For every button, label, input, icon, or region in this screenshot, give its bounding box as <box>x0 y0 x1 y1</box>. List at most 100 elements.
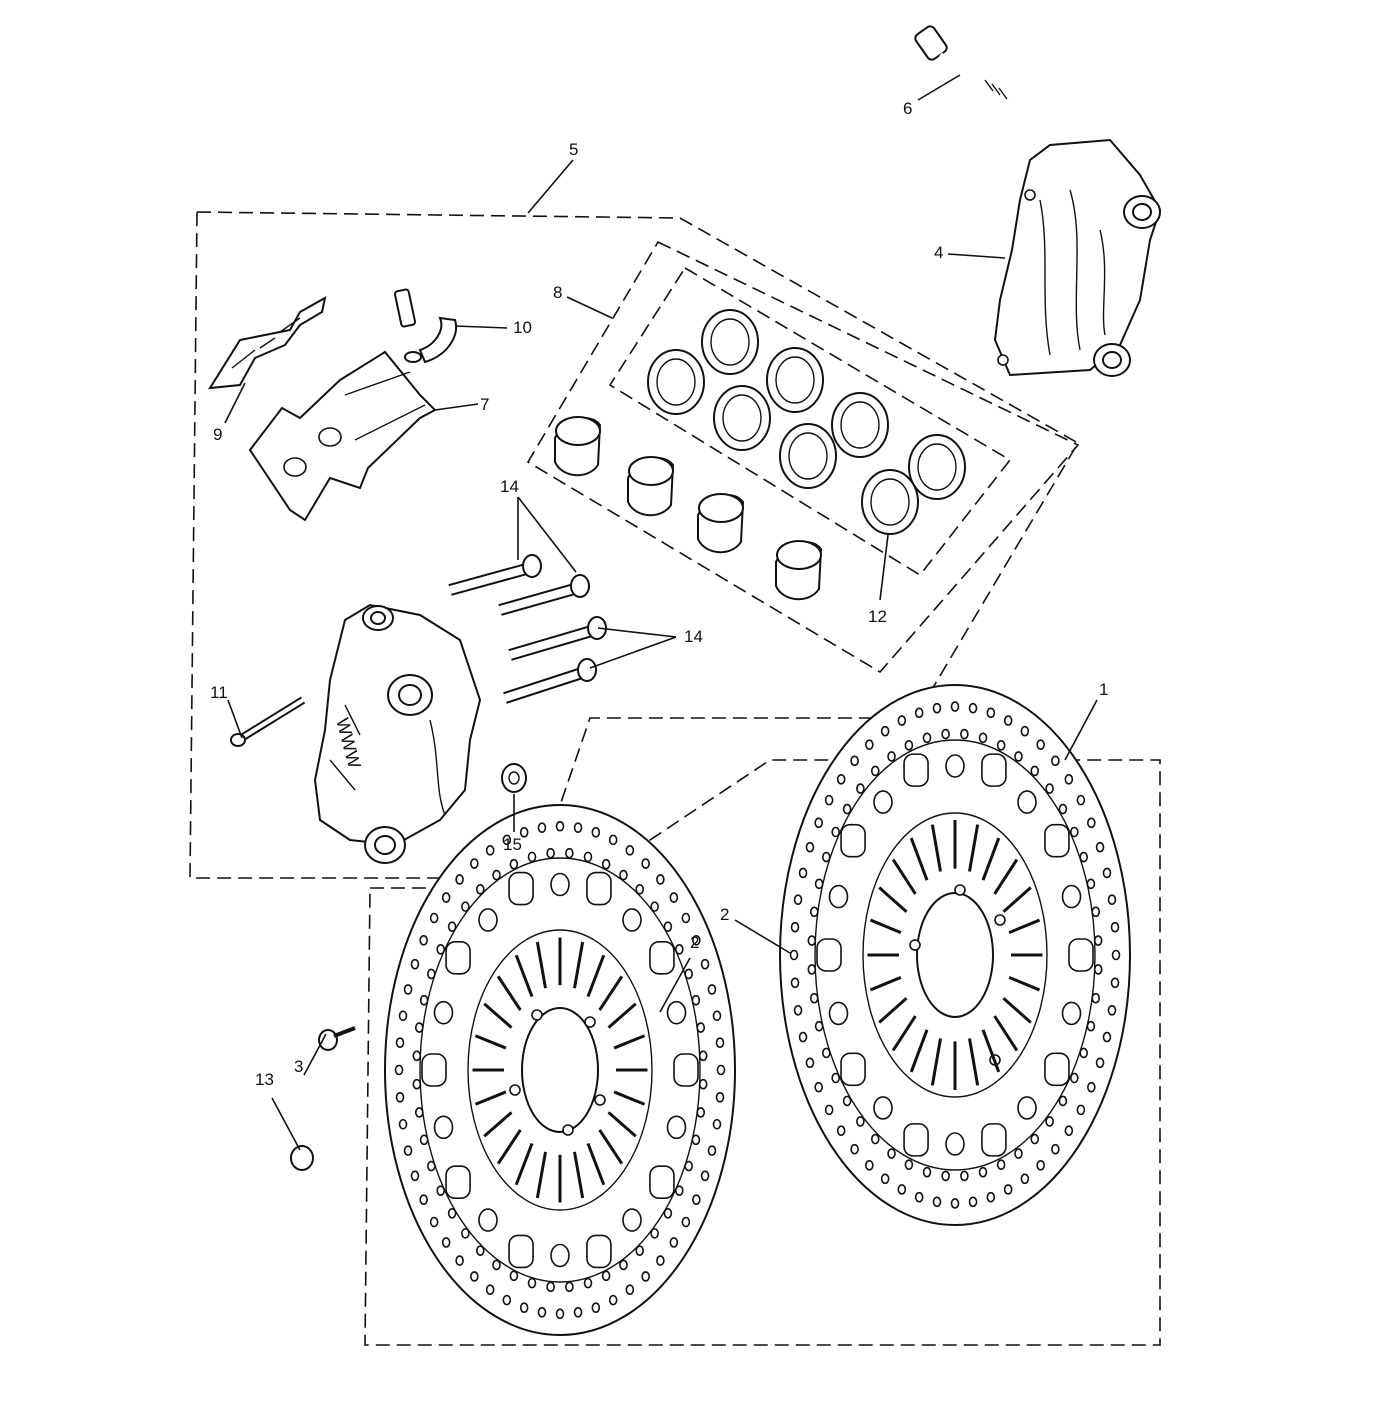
disc-perforation-hole <box>986 707 996 719</box>
disc-float-button <box>828 884 849 909</box>
disc-perforation-hole <box>519 827 529 838</box>
disc-perforation-hole <box>1086 878 1096 890</box>
disc-perforation-hole <box>546 1281 555 1293</box>
disc-perforation-hole <box>583 1277 593 1289</box>
disc-perforation-hole <box>455 874 464 885</box>
disc-perforation-hole <box>429 912 439 924</box>
disc-spoke <box>483 1111 513 1138</box>
disc-perforation-hole <box>555 1308 565 1320</box>
disc-perforation-hole <box>436 1185 445 1197</box>
disc-perforation-hole <box>842 1095 852 1107</box>
disc-perforation-hole <box>1107 894 1117 906</box>
disc-perforation-hole <box>856 783 865 794</box>
disc-spoke <box>535 941 547 989</box>
disc-spoke <box>891 858 917 895</box>
disc-perforation-hole <box>1102 867 1112 879</box>
disc-perforation-hole <box>821 1047 831 1059</box>
disc-perforation-hole <box>793 894 803 906</box>
disc-perforation-hole <box>410 958 420 970</box>
disc-perforation-hole <box>798 1031 808 1043</box>
label-11: 11 <box>210 683 228 702</box>
disc-perforation-hole <box>656 1255 665 1266</box>
disc-float-button <box>550 872 570 897</box>
disc-perforation-hole <box>625 845 635 856</box>
disc-perforation-hole <box>1045 783 1054 794</box>
disc-float-button <box>945 754 965 778</box>
disc-perforation-hole <box>419 934 428 946</box>
disc-spoke <box>909 837 929 881</box>
label-14-right: 14 <box>684 627 703 646</box>
disc-perforation-hole <box>414 1022 424 1033</box>
disc-perforation-hole <box>601 1270 611 1282</box>
disc-perforation-hole <box>880 1173 890 1185</box>
disc-carrier-cutout <box>981 753 1007 787</box>
disc-perforation-hole <box>441 1237 451 1248</box>
disc-float-button <box>666 1115 687 1140</box>
disc-perforation-hole <box>1107 1004 1117 1016</box>
disc-perforation-hole <box>412 1050 422 1062</box>
disc-perforation-hole <box>635 884 645 895</box>
disc-perforation-hole <box>502 834 512 846</box>
disc-perforation-hole <box>897 1184 907 1195</box>
disc-perforation-hole <box>712 1118 722 1130</box>
disc-float-button <box>1017 790 1037 814</box>
caliper-kit-group-box <box>189 211 1080 879</box>
disc-spoke <box>586 954 606 998</box>
disc-perforation-hole <box>986 1191 996 1203</box>
disc-carrier-cutout <box>586 1234 612 1269</box>
label-8: 8 <box>553 283 562 302</box>
disc-perforation-hole <box>836 1125 846 1136</box>
disc-perforations <box>394 701 1121 1320</box>
disc-perforation-hole <box>809 906 819 918</box>
disc-perforation-hole <box>870 765 880 777</box>
disc-perforation-hole <box>573 822 583 834</box>
disc-spoke <box>474 1090 507 1106</box>
disc-perforation-hole <box>842 803 852 815</box>
disc-perforation-hole <box>619 1259 628 1271</box>
label-10: 10 <box>513 318 532 337</box>
disc-spoke <box>613 1034 646 1050</box>
disc-perforation-hole <box>412 1078 422 1090</box>
disc-carrier-cutout <box>586 871 612 906</box>
disc-perforation-hole <box>790 921 800 933</box>
disc-perforation-hole <box>675 943 684 955</box>
disc-spoke <box>535 1151 547 1199</box>
disc-spoke <box>607 1002 637 1029</box>
disc-perforation-hole <box>1093 935 1103 946</box>
piston-seal-rings <box>647 309 966 535</box>
bleed-valve-and-banjo <box>393 288 458 364</box>
disc-perforation-hole <box>1110 977 1120 989</box>
disc-perforation-hole <box>922 732 932 744</box>
disc-bolt <box>318 1026 356 1051</box>
disc-perforation-hole <box>436 943 445 955</box>
disc-perforation-hole <box>441 892 451 903</box>
disc-perforation-hole <box>509 1270 519 1282</box>
disc-float-button <box>478 908 498 932</box>
washer <box>501 763 527 793</box>
disc-perforation-hole <box>941 728 950 740</box>
disc-perforation-hole <box>475 1245 485 1256</box>
disc-perforation-hole <box>1095 841 1105 853</box>
disc-perforation-hole <box>1058 1095 1068 1107</box>
disc-float-button <box>1061 1001 1082 1026</box>
disc-perforation-hole <box>805 841 815 853</box>
disc-perforation-hole <box>831 1072 840 1084</box>
disc-perforation-hole <box>398 1010 408 1022</box>
label-4: 4 <box>934 243 943 262</box>
label-1: 1 <box>1099 680 1108 699</box>
disc-perforation-hole <box>455 1255 464 1266</box>
label-9: 9 <box>213 425 222 444</box>
disc-float-button <box>433 1115 454 1140</box>
disc-perforation-hole <box>814 878 824 890</box>
disc-perforation-hole <box>715 1037 725 1049</box>
disc-perforation-hole <box>904 740 914 751</box>
disc-carrier-cutout <box>1044 823 1070 858</box>
disc-float-button <box>622 908 642 932</box>
disc-perforation-hole <box>807 935 817 946</box>
disc-perforation-hole <box>485 1284 495 1295</box>
disc-perforation-hole <box>546 847 555 859</box>
disc-perforation-hole <box>996 740 1006 751</box>
disc-spoke <box>993 1015 1019 1052</box>
disc-perforation-hole <box>865 1160 874 1171</box>
disc-perforation-hole <box>1020 1173 1030 1185</box>
